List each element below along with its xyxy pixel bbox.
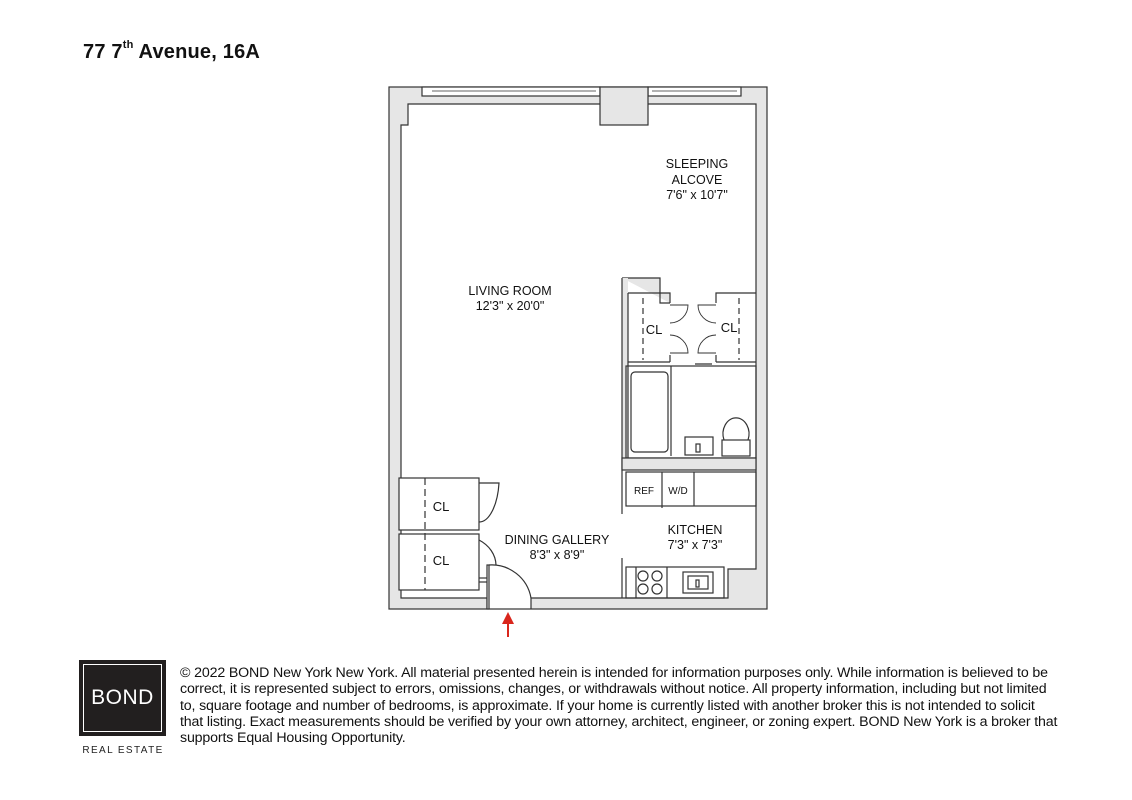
title-superscript: th bbox=[122, 39, 134, 51]
legal-disclaimer: © 2022 BOND New York New York. All mater… bbox=[180, 665, 1058, 747]
title-suffix: Avenue, 16A bbox=[133, 41, 261, 63]
room-dimensions-dining-gallery: 8'3" x 8'9" bbox=[530, 548, 585, 562]
room-name-living-room: LIVING ROOM bbox=[468, 284, 551, 298]
room-dimensions-sleeping-alcove: 7'6" x 10'7" bbox=[666, 188, 728, 202]
closet-label: CL bbox=[646, 322, 663, 337]
room-name-dining-gallery: DINING GALLERY bbox=[505, 533, 610, 547]
refrigerator-label: REF bbox=[634, 486, 654, 497]
closet-label: CL bbox=[433, 553, 450, 568]
room-name-kitchen: KITCHEN bbox=[668, 523, 723, 537]
title-prefix: 77 7 bbox=[83, 41, 123, 63]
room-name-sleeping-alcove: SLEEPING bbox=[666, 157, 729, 171]
logo-text: BOND bbox=[91, 686, 154, 709]
entry-arrow-icon bbox=[502, 612, 514, 637]
room-name-sleeping-alcove-line2: ALCOVE bbox=[672, 173, 723, 187]
logo-subtext: REAL ESTATE bbox=[82, 745, 164, 756]
closet-label: CL bbox=[721, 320, 738, 335]
room-dimensions-kitchen: 7'3" x 7'3" bbox=[668, 538, 723, 552]
floor-plan: SLEEPING ALCOVE 7'6" x 10'7" LIVING ROOM… bbox=[388, 86, 768, 637]
kitchen-block bbox=[621, 471, 757, 599]
logo-frame: BOND bbox=[83, 664, 162, 732]
listing-title: 77 7th Avenue, 16A bbox=[83, 39, 261, 64]
room-dimensions-living-room: 12'3" x 20'0" bbox=[476, 299, 545, 313]
washer-dryer-label: W/D bbox=[668, 486, 687, 497]
bond-logo: BOND bbox=[79, 660, 166, 736]
bath-closet-block bbox=[621, 277, 757, 512]
closet-label: CL bbox=[433, 499, 450, 514]
entry-closets bbox=[398, 477, 532, 610]
